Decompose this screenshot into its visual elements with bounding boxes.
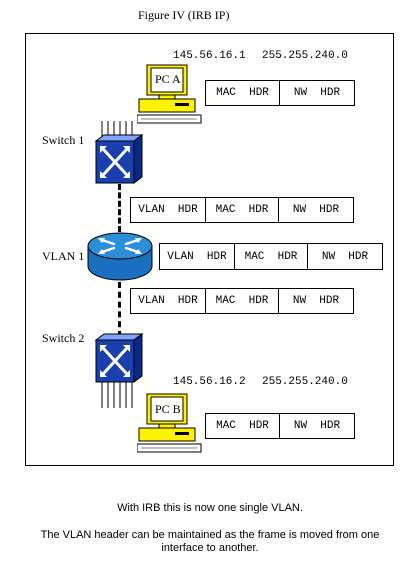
nw-header-cell: NW HDR bbox=[292, 295, 340, 307]
switch-2-label: Switch 2 bbox=[42, 331, 85, 345]
pc-b-label: PC B bbox=[155, 402, 181, 416]
pc-b bbox=[136, 392, 203, 454]
pc-b-ip: 145.56.16.2 bbox=[173, 376, 246, 388]
pc-a-mask: 255.255.240.0 bbox=[262, 50, 348, 62]
mac-header-cell: MAC HDR bbox=[206, 414, 280, 438]
router-label: VLAN 1 bbox=[42, 249, 85, 263]
router-icon bbox=[87, 232, 153, 281]
switch-icon bbox=[94, 333, 144, 408]
mac-header-cell: MAC HDR bbox=[206, 289, 279, 313]
switch-icon bbox=[94, 121, 144, 184]
switch-1 bbox=[90, 119, 146, 191]
vlan-header-cell: VLAN HDR bbox=[131, 289, 206, 313]
mac-header-cell: MAC HDR bbox=[206, 81, 280, 105]
pc-a bbox=[136, 63, 203, 125]
nw-header-cell: NW HDR bbox=[321, 250, 369, 263]
nw-header-cell: NW HDR bbox=[293, 420, 341, 432]
mac-header-cell: MAC HDR bbox=[206, 198, 279, 222]
computer-icon bbox=[136, 64, 202, 124]
pc-a-frame: MAC HDR NW HDR bbox=[205, 80, 355, 106]
computer-icon bbox=[136, 393, 202, 453]
caption-irb-single-vlan: With IRB this is now one single VLAN. bbox=[117, 502, 303, 514]
vlan-header-cell: VLAN HDR bbox=[160, 244, 235, 269]
pc-a-ip: 145.56.16.1 bbox=[173, 50, 246, 62]
upper-link-frame: VLAN HDR MAC HDR NW HDR bbox=[130, 197, 354, 223]
link-switch1-router bbox=[118, 184, 121, 232]
link-router-switch2 bbox=[118, 282, 121, 337]
pc-a-label: PC A bbox=[155, 72, 181, 86]
switch-2 bbox=[90, 332, 146, 410]
switch-1-label: Switch 1 bbox=[42, 133, 85, 147]
router-frame: VLAN HDR MAC HDR NW HDR bbox=[159, 243, 383, 270]
pc-b-frame: MAC HDR NW HDR bbox=[205, 413, 355, 439]
mac-header-cell: MAC HDR bbox=[235, 244, 308, 269]
nw-header-cell: NW HDR bbox=[293, 87, 341, 99]
nw-header-cell: NW HDR bbox=[292, 204, 340, 216]
router bbox=[85, 230, 155, 284]
figure-title: Figure IV (IRB IP) bbox=[138, 8, 230, 22]
pc-b-mask: 255.255.240.0 bbox=[262, 376, 348, 388]
caption-vlan-header-line-1: The VLAN header can be maintained as the… bbox=[40, 529, 380, 541]
caption-vlan-header-line-2: interface to another. bbox=[161, 542, 259, 554]
diagram-frame bbox=[25, 33, 394, 466]
lower-link-frame: VLAN HDR MAC HDR NW HDR bbox=[130, 288, 354, 314]
vlan-header-cell: VLAN HDR bbox=[131, 198, 206, 222]
